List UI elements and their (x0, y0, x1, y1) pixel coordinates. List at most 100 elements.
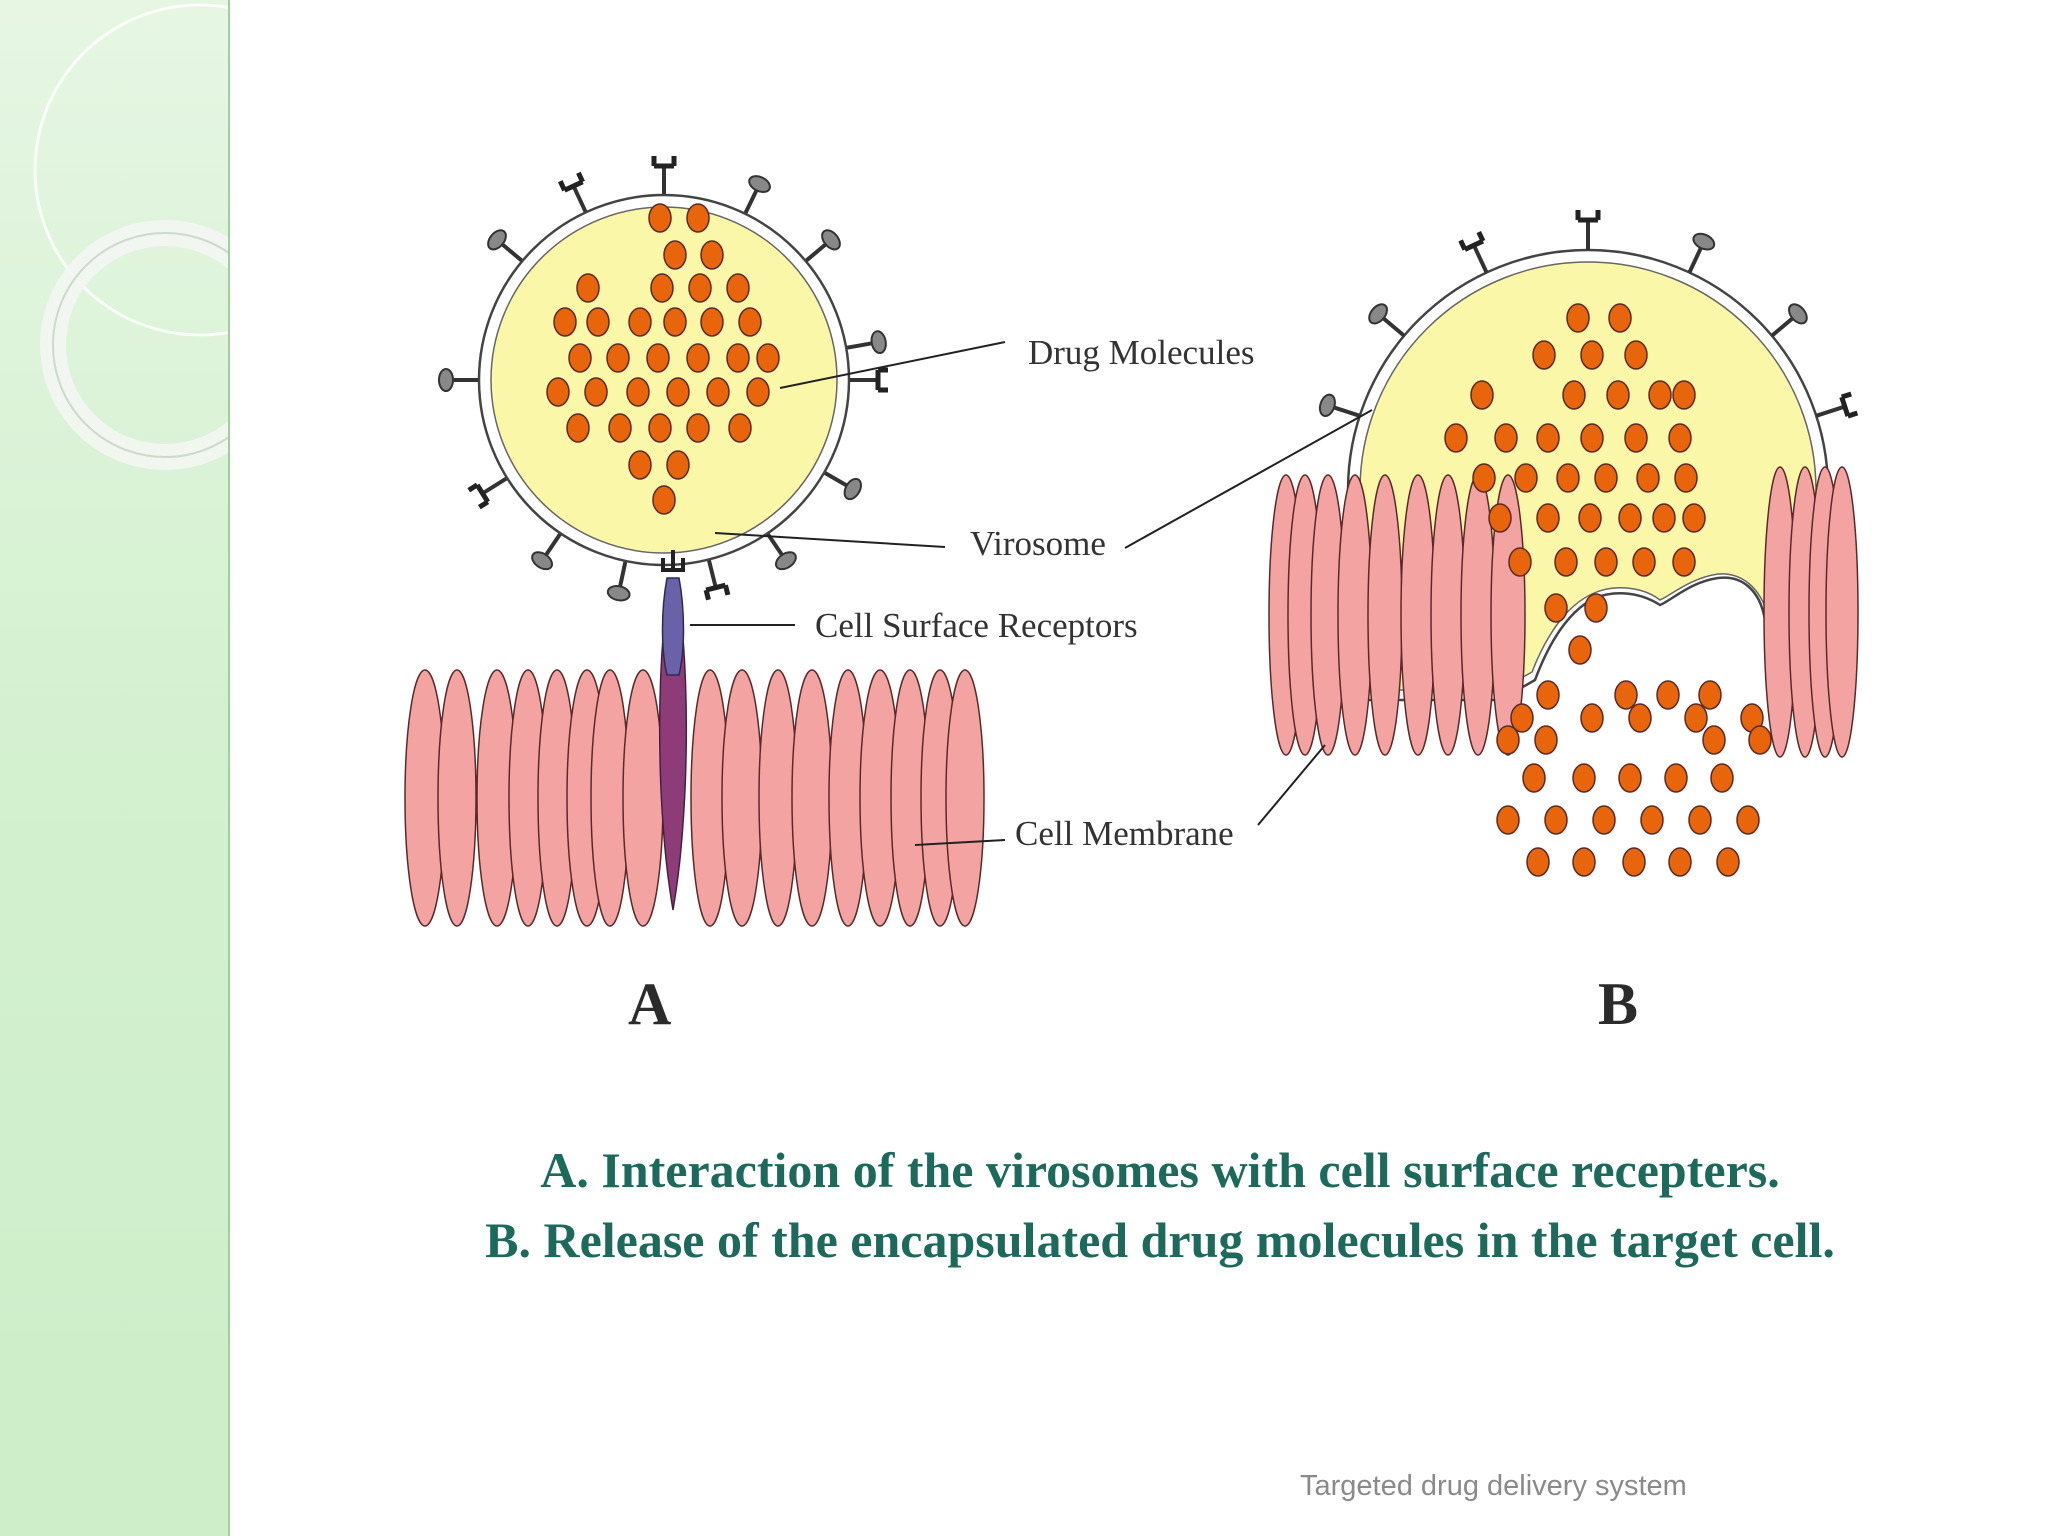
drug-molecule-icon (1606, 380, 1630, 410)
spike-protein-icon (805, 240, 830, 262)
drug-molecule-icon (1594, 463, 1618, 493)
spike-protein-icon (1788, 303, 1808, 325)
drug-molecule-icon (1594, 547, 1618, 577)
label-cell-membrane: Cell Membrane (1015, 814, 1234, 853)
spike-protein-icon (1330, 404, 1361, 418)
spike-protein-icon (707, 559, 718, 589)
drug-molecule-icon (1532, 340, 1556, 370)
drug-molecule-icon (1628, 703, 1652, 733)
drug-molecule-icon (1624, 423, 1648, 453)
drug-molecule-icon (686, 203, 710, 233)
spike-protein-icon (1770, 314, 1797, 338)
cell-membrane-a (404, 669, 985, 927)
drug-molecule-icon (663, 307, 687, 337)
drug-molecule-icon (646, 343, 670, 373)
spike-protein-icon (487, 229, 507, 251)
drug-molecule-icon (648, 413, 672, 443)
spike-protein-icon (843, 477, 862, 501)
label-virosome: Virosome (970, 524, 1106, 563)
membrane-lipid (1400, 474, 1436, 756)
spike-protein-icon (1368, 303, 1388, 325)
membrane-lipid (437, 669, 477, 927)
spike-protein-icon (766, 533, 786, 559)
drug-molecule-icon (1632, 547, 1656, 577)
virosome-diagram: Drug Molecules Virosome Cell Surface Rec… (404, 156, 1859, 1037)
cell-membrane-b (1268, 466, 1859, 758)
drug-molecule-icon (666, 450, 690, 480)
membrane-lipid (945, 669, 985, 927)
drug-molecule-icon (686, 413, 710, 443)
drug-molecule-icon (726, 273, 750, 303)
drug-molecule-icon (1578, 503, 1602, 533)
caption-line-a: A. Interaction of the virosomes with cel… (540, 1142, 1780, 1198)
drug-molecule-icon (1682, 503, 1706, 533)
drug-molecule-icon (1622, 847, 1646, 877)
drug-molecule-icon (566, 413, 590, 443)
drug-molecule-icon (1544, 593, 1568, 623)
spike-protein-icon (498, 240, 523, 262)
drug-molecule-icon (1674, 463, 1698, 493)
membrane-lipid (1337, 474, 1373, 756)
drug-molecule-icon (608, 413, 632, 443)
sidebar-ring-thick (40, 220, 228, 470)
membrane-lipid (1367, 474, 1403, 756)
drug-molecule-icon (666, 377, 690, 407)
figure-caption: A. Interaction of the virosomes with cel… (380, 1135, 1940, 1275)
cell-surface-receptor (658, 550, 688, 911)
drug-molecule-icon (1526, 847, 1550, 877)
drug-molecule-icon (1710, 763, 1734, 793)
drug-molecule-icon (1472, 463, 1496, 493)
spike-protein-icon (617, 561, 628, 590)
drug-molecule-icon (568, 343, 592, 373)
caption-line-b: B. Release of the encapsulated drug mole… (485, 1212, 1835, 1268)
receptor-icon (661, 550, 685, 572)
spike-protein-icon (774, 551, 797, 571)
drug-molecule-icon (650, 273, 674, 303)
drug-molecule-icon (706, 377, 730, 407)
drug-molecule-icon (1652, 503, 1676, 533)
panel-letter-a: A (628, 971, 671, 1037)
drug-molecule-icon (1672, 380, 1696, 410)
spike-protein-icon (846, 340, 876, 350)
panel-a: Drug Molecules Virosome Cell Surface Rec… (404, 156, 1254, 1037)
drug-molecule-icon (1618, 763, 1642, 793)
drug-molecule-icon (728, 413, 752, 443)
membrane-lipid (1490, 474, 1526, 756)
membrane-lipid (721, 669, 763, 927)
drug-molecule-icon (1522, 763, 1546, 793)
panel-b: B (1124, 210, 1859, 1037)
drug-molecule-icon (1624, 340, 1648, 370)
spike-protein-icon (824, 471, 851, 489)
membrane-lipid (791, 669, 833, 927)
sidebar-ring-outline (52, 232, 228, 458)
drug-molecule-icon (1580, 423, 1604, 453)
drug-molecules-a (546, 203, 780, 515)
drug-molecule-icon (1636, 463, 1660, 493)
drug-molecule-icon (1592, 805, 1616, 835)
spike-protein-icon (748, 175, 771, 193)
drug-molecule-icon (1608, 303, 1632, 333)
drug-molecule-icon (1614, 680, 1638, 710)
spike-protein-icon (1379, 314, 1406, 338)
drug-molecule-icon (1584, 593, 1608, 623)
drug-molecule-icon (628, 307, 652, 337)
drug-molecule-icon (1508, 547, 1532, 577)
spike-protein-icon (1472, 244, 1489, 274)
spike-protein-icon (1318, 393, 1336, 418)
drug-molecule-icon (1510, 703, 1534, 733)
drug-molecule-icon (626, 377, 650, 407)
drug-molecule-icon (1536, 680, 1560, 710)
spike-protein-icon (438, 368, 454, 392)
drug-molecule-icon (1664, 763, 1688, 793)
slide-footer: Targeted drug delivery system (1300, 1470, 1687, 1502)
drug-molecule-icon (1688, 805, 1712, 835)
drug-molecule-icon (1702, 725, 1726, 755)
drug-molecule-icon (1470, 380, 1494, 410)
membrane-lipid (1430, 474, 1466, 756)
spike-protein-icon (1692, 232, 1716, 251)
drug-molecule-icon (1736, 805, 1760, 835)
drug-molecule-icon (1672, 547, 1696, 577)
label-cell-surface-receptors: Cell Surface Receptors (815, 606, 1138, 645)
membrane-lipid (622, 669, 664, 927)
drug-molecule-icon (1536, 423, 1560, 453)
